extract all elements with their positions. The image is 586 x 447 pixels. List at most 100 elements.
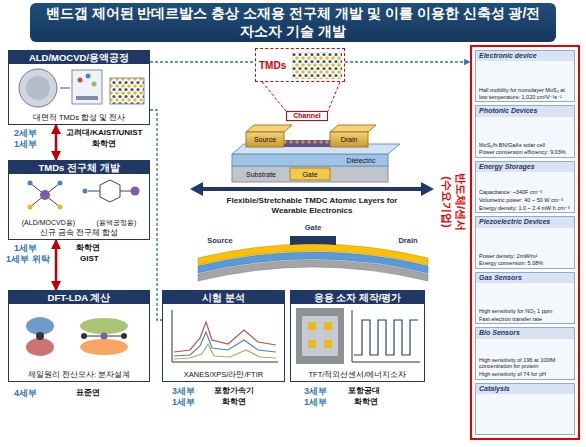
institution-label: 표준연: [76, 388, 100, 398]
card-heading: Catalysis: [476, 384, 574, 394]
sulfur-atom: [58, 205, 63, 210]
device-part-label: Substrate: [234, 171, 288, 178]
source-top: [246, 125, 292, 132]
institution-label: 화학연: [92, 139, 116, 149]
collaboration-arrow: [55, 125, 58, 160]
metal-atom: [40, 190, 50, 200]
side-label: 반도체/센서 (수요기업): [439, 170, 467, 234]
box-sublabel: (용액공정용): [97, 219, 137, 227]
participant-label: 3세부: [172, 386, 195, 396]
participant-label: 3세부: [304, 386, 327, 396]
process-box: 시험 분석 XANES/XPS/라만/FTIR: [162, 290, 285, 382]
box-caption: 신규 금속 전구체 합성: [9, 228, 149, 239]
precursor-molecule: [86, 74, 91, 79]
process-arrow: [60, 88, 70, 89]
reactor: [72, 70, 102, 104]
card-note: Power conversion efficiency: 9.03%: [476, 149, 574, 157]
double-arrow-head: [190, 182, 203, 196]
figure-caption-text: Flexible/Stretchable TMDC Atomic Layers …: [212, 196, 412, 215]
participant-label: 1세부 위탁: [6, 254, 50, 264]
orbital-lobe: [26, 338, 54, 356]
ring: [100, 180, 120, 202]
metal-atom: [131, 187, 140, 196]
box-caption: 대면적 TMDs 합성 및 전사: [9, 113, 149, 124]
spectrum-line: [174, 344, 276, 359]
participant-label: 1세부: [172, 397, 195, 407]
card-heading: Photonic Devices: [476, 106, 574, 116]
spectrum-line: [174, 332, 276, 356]
wafer: [19, 69, 57, 107]
box-sublabel: (ALD/MOCVD용): [22, 219, 75, 227]
box-header: 시험 분석: [163, 291, 284, 304]
card-heading: Electronic device: [476, 51, 574, 61]
participant-label: 2세부: [14, 128, 37, 138]
card-note: High sensitivity of 74 for pH: [476, 371, 574, 379]
institution-label: 포항공대: [348, 386, 380, 396]
atom: [36, 332, 44, 340]
institution-label: 화학연: [222, 397, 246, 407]
application-card: Electronic deviceHall mobility for monol…: [475, 50, 575, 102]
orbital-lobe: [80, 339, 128, 355]
wafer-film: [26, 76, 50, 100]
participant-label: 4세부: [14, 388, 37, 398]
drain-top: [330, 125, 376, 132]
substrate-layer: [232, 166, 388, 182]
participant-label: 1세부: [14, 139, 37, 149]
bond: [120, 191, 132, 192]
tmd-lattice: [292, 52, 342, 79]
participant-label: 1세부: [14, 243, 37, 253]
response-curve: [354, 320, 418, 355]
institution-label: 화학연: [354, 397, 378, 407]
device-photo-sample: [302, 316, 338, 356]
nitrogen-atom: [58, 181, 63, 186]
box-header: DFT-LDA 계산: [9, 291, 149, 304]
dielectric-layer: [232, 154, 388, 166]
zoom-leader: [328, 82, 340, 111]
card-note: Capacitance: ~340F cm⁻³: [476, 189, 574, 197]
link-line: [150, 61, 255, 62]
card-note: Energy conversion: 5.08%: [476, 260, 574, 268]
link-line: [345, 61, 470, 62]
institution-label: 포항가속기: [214, 386, 254, 396]
material-label: TMDs: [259, 60, 286, 71]
card-note: High sensitivity of 196 at 100fM concent…: [476, 357, 574, 371]
channel-label: Channel: [286, 111, 328, 121]
device-part-label: Drain: [330, 136, 368, 143]
application-card: Piezoelectric DevicesPower density: 2mW/…: [475, 216, 575, 268]
drain-electrode: [330, 132, 368, 147]
link-line: [150, 110, 162, 320]
atom: [81, 333, 87, 339]
spectrum-line: [174, 322, 276, 352]
institution-label: 고려대/KAIST/UNIST: [66, 128, 142, 138]
reactor-stage: [76, 96, 98, 100]
box-header: 응용 소자 제작/평가: [291, 291, 424, 304]
precursor-molecule: [78, 78, 83, 83]
participant-label: 1세부: [304, 397, 327, 407]
nitrogen-atom: [83, 189, 88, 194]
orbital-lobe: [80, 318, 128, 334]
card-heading: Energy Storages: [476, 162, 574, 172]
box-caption: XANES/XPS/라만/FTIR: [163, 370, 284, 381]
device-part-label: Dielectric: [336, 157, 386, 164]
device-part-label: Gate: [293, 224, 333, 232]
institution-label: GIST: [80, 254, 99, 264]
card-heading: Bio Sensors: [476, 328, 574, 338]
application-card: Photonic DevicesMoS₂/h-BN/GaAs solar cel…: [475, 105, 575, 157]
collaboration-arrow: [55, 240, 58, 290]
plot-axes: [172, 310, 278, 362]
card-note: Power density: 2mW/m²: [476, 253, 574, 261]
source-electrode: [246, 132, 284, 147]
card-note: Energy density: 1.0 ~ 2.4 mW h cm⁻³: [476, 205, 574, 213]
channel-layer: [284, 140, 330, 147]
process-box: DFT-LDA 계산제일원리 전산모사: 분자설계: [8, 290, 150, 382]
flexible-substrate: [198, 260, 428, 281]
device-part-label: Source: [200, 237, 240, 245]
atom: [101, 333, 108, 340]
device-pad: [308, 340, 316, 348]
bond: [88, 191, 100, 192]
institution-label: 화학연: [76, 243, 100, 253]
flexible-gate: [290, 236, 336, 245]
double-arrow-head: [421, 182, 434, 196]
application-panel: 반도체/센서 (수요기업)Electronic deviceHall mobil…: [470, 45, 580, 440]
